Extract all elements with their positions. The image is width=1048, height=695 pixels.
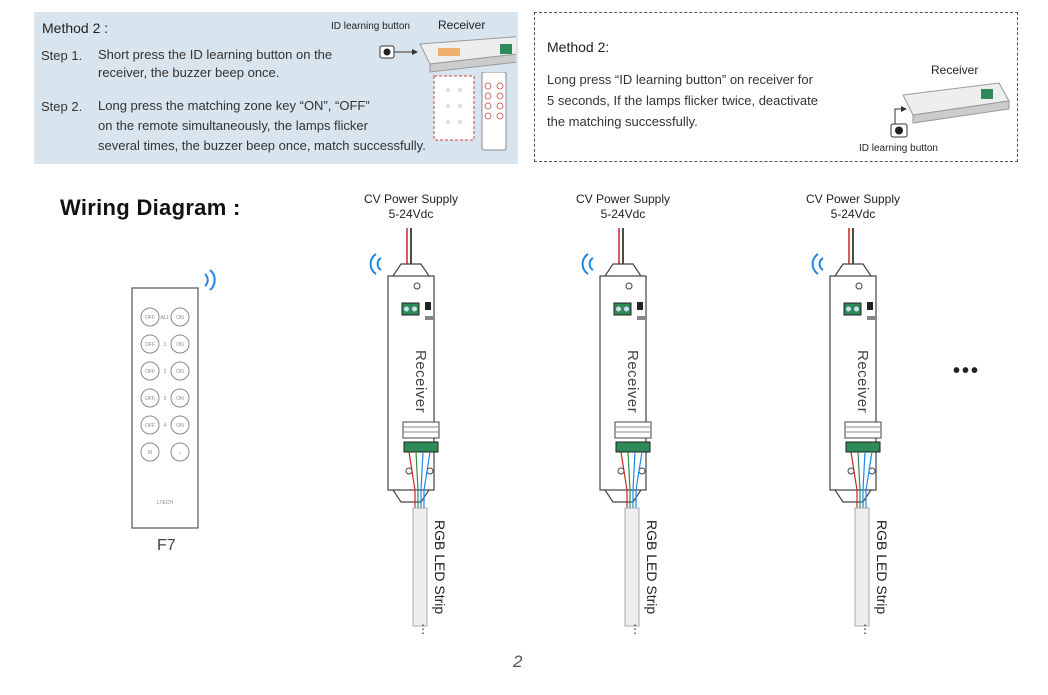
method2-body: Long press “ID learning button” on recei… bbox=[547, 69, 818, 132]
page-number: 2 bbox=[513, 652, 523, 671]
remote-button-left-4 bbox=[140, 415, 160, 435]
remote-button-left-3 bbox=[140, 388, 160, 408]
wireless-signal-icon bbox=[811, 253, 824, 275]
power-supply-line2: 5-24Vdc bbox=[388, 207, 434, 221]
led-strip-label: RGB LED Strip bbox=[644, 520, 660, 615]
receiver-body-text: Receiver bbox=[624, 350, 641, 414]
remote-zone-label: 2 bbox=[164, 369, 167, 375]
step1-line1: Short press the ID learning button on th… bbox=[98, 47, 333, 62]
receiver-illustration bbox=[379, 36, 516, 73]
remote-button-right-4 bbox=[170, 415, 190, 435]
remote-button-left-0 bbox=[140, 307, 160, 327]
remote-button-left-5 bbox=[140, 442, 160, 462]
receiver-body-text: Receiver bbox=[854, 350, 871, 414]
remote-button-label: M bbox=[148, 450, 152, 456]
receiver-body-text: Receiver bbox=[412, 350, 429, 414]
remote-button-label: ON bbox=[176, 396, 184, 402]
led-strip-label: RGB LED Strip bbox=[874, 520, 890, 615]
remote-signal-icon bbox=[204, 269, 216, 291]
method2-line2: 5 seconds, If the lamps flicker twice, d… bbox=[547, 93, 818, 108]
remote-zone-label: 1 bbox=[164, 342, 167, 348]
remote-zone-label: 4 bbox=[164, 423, 167, 429]
strip-continuation: ⋮ bbox=[629, 622, 641, 636]
step2-line3: several times, the buzzer beep once, mat… bbox=[98, 138, 426, 153]
method2-id-button-icon bbox=[890, 123, 908, 138]
step2-line1: Long press the matching zone key “ON”, “… bbox=[98, 98, 370, 113]
continuation-dots: ••• bbox=[953, 360, 981, 382]
receiver-wiring-graphic bbox=[581, 228, 652, 627]
remote-button-left-2 bbox=[140, 361, 160, 381]
remote-model-label: F7 bbox=[157, 537, 176, 554]
power-supply-line2: 5-24Vdc bbox=[600, 207, 646, 221]
remote-button-label: OFF bbox=[145, 369, 155, 375]
remote-button-label: OFF bbox=[145, 423, 155, 429]
power-supply-line1: CV Power Supply bbox=[805, 192, 901, 206]
step1-label: Step 1. bbox=[41, 48, 83, 63]
remote-button-right-2 bbox=[170, 361, 190, 381]
led-strip-label: RGB LED Strip bbox=[432, 520, 448, 615]
remote-button-label: ON bbox=[176, 423, 184, 429]
step2-line2: on the remote simultaneously, the lamps … bbox=[98, 118, 368, 133]
method2-title: Method 2: bbox=[547, 39, 610, 55]
method2-line3: the matching successfully. bbox=[547, 114, 698, 129]
remote-pairing-illustration bbox=[433, 72, 507, 151]
method2-line1: Long press “ID learning button” on recei… bbox=[547, 72, 813, 87]
remote-button-label: OFF bbox=[145, 342, 155, 348]
remote-button-right-1 bbox=[170, 334, 190, 354]
remote-brand: LTECH bbox=[157, 500, 173, 506]
power-supply-line1: CV Power Supply bbox=[363, 192, 459, 206]
remote-button-label: ON bbox=[176, 369, 184, 375]
remote-button-left-1 bbox=[140, 334, 160, 354]
method-panel-1: Method 2 : ID learning button Receiver S… bbox=[34, 12, 518, 164]
step2-label: Step 2. bbox=[41, 99, 83, 114]
remote-button-right-5 bbox=[170, 442, 190, 462]
power-supply-line2: 5-24Vdc bbox=[830, 207, 876, 221]
remote-button-right-0 bbox=[170, 307, 190, 327]
wireless-signal-icon bbox=[581, 253, 594, 275]
power-supply-line1: CV Power Supply bbox=[575, 192, 671, 206]
remote-button-label: ☼ bbox=[178, 450, 183, 456]
remote-button-label: OFF bbox=[145, 315, 155, 321]
strip-continuation: ⋮ bbox=[859, 622, 871, 636]
remote-button-right-3 bbox=[170, 388, 190, 408]
method-panel-2: Method 2: Long press “ID learning button… bbox=[534, 12, 1018, 162]
remote-zone-label: 3 bbox=[164, 396, 167, 402]
wireless-signal-icon bbox=[369, 253, 382, 275]
remote-button-label: ON bbox=[176, 342, 184, 348]
method2-receiver-label: Receiver bbox=[931, 63, 979, 77]
receiver-wiring-graphic bbox=[369, 228, 440, 627]
remote-button-label: OFF bbox=[145, 396, 155, 402]
remote-zone-label: ALL bbox=[161, 315, 170, 321]
id-button-label: ID learning button bbox=[331, 21, 410, 32]
method2-id-button-label: ID learning button bbox=[859, 143, 938, 154]
strip-continuation: ⋮ bbox=[417, 622, 429, 636]
wiring-diagram-title: Wiring Diagram : bbox=[60, 195, 241, 220]
remote-button-label: ON bbox=[176, 315, 184, 321]
receiver-wiring-graphic bbox=[811, 228, 882, 627]
step1-line2: receiver, the buzzer beep once. bbox=[98, 65, 280, 80]
receiver-label: Receiver bbox=[438, 18, 486, 32]
method1-title: Method 2 : bbox=[42, 20, 109, 36]
